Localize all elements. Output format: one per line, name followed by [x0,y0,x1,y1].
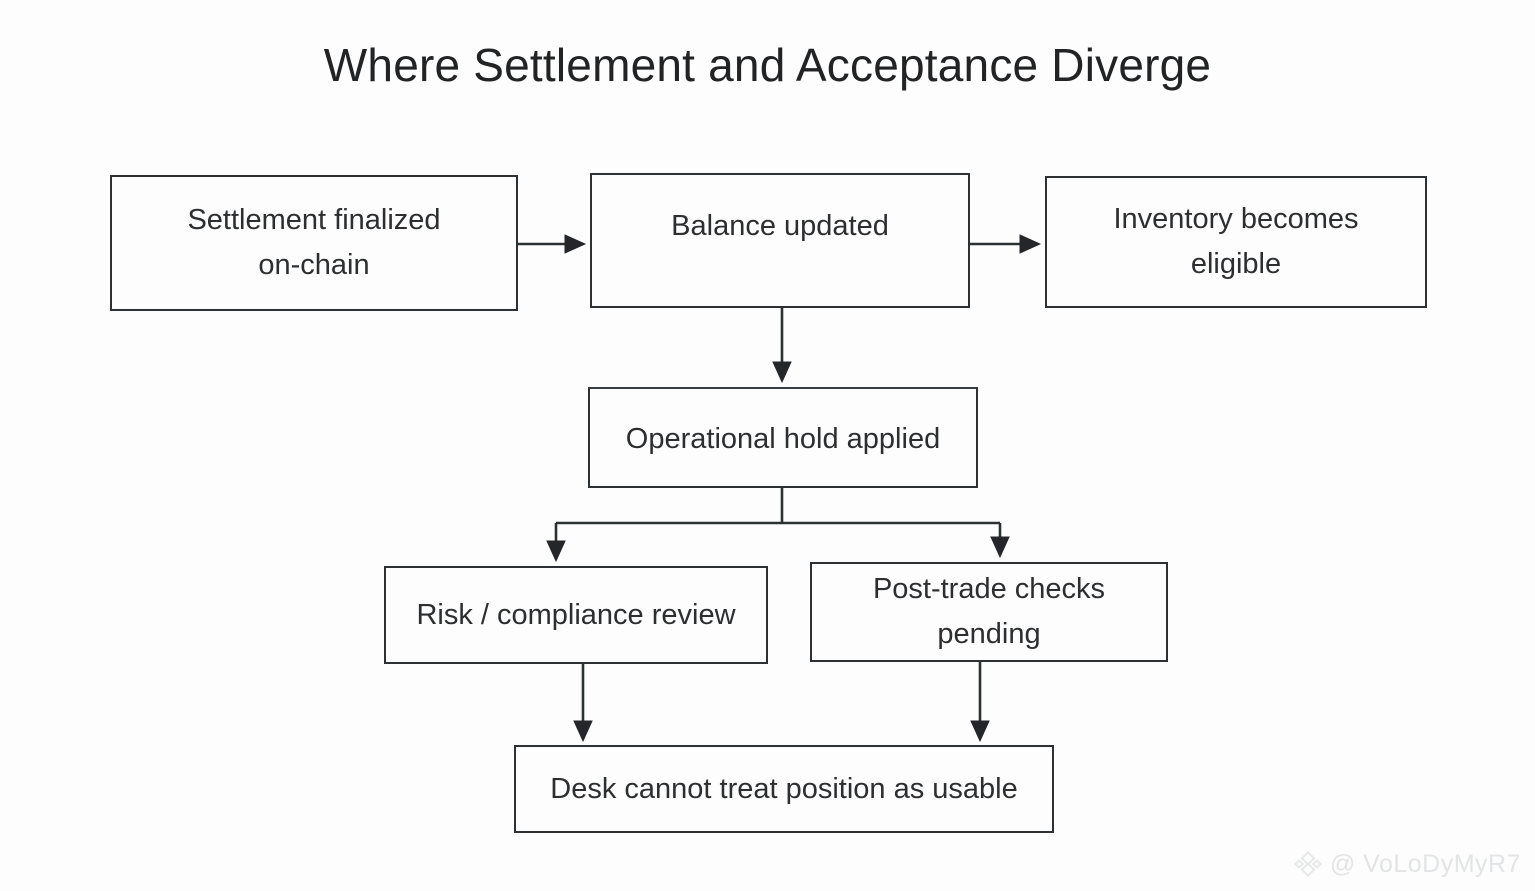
node-label: Desk cannot treat position as usable [550,772,1018,805]
binance-diamond-icon [1293,849,1323,879]
node-label: Inventory becomes eligible [1113,203,1359,280]
node-label: Risk / compliance review [416,598,736,631]
node-settlement-finalized[interactable]: Settlement finalized on-chain [110,175,518,311]
node-operational-hold-applied[interactable]: Operational hold applied [588,387,978,488]
node-label: Operational hold applied [625,423,941,456]
node-label: Balance updated [671,210,889,243]
node-label: Settlement finalized on-chain [187,204,441,281]
node-label: Post-trade checks pending [872,573,1106,650]
node-balance-updated[interactable]: Balance updated [590,173,970,308]
page-title: Where Settlement and Acceptance Diverge [323,39,1212,91]
node-risk-compliance-review[interactable]: Risk / compliance review [384,566,768,664]
node-desk-cannot-treat-position[interactable]: Desk cannot treat position as usable [514,745,1054,833]
watermark: @ VoLoDyMyR7 [1293,849,1521,879]
watermark-handle: @ VoLoDyMyR7 [1329,849,1521,878]
node-inventory-becomes-eligible[interactable]: Inventory becomes eligible [1045,176,1427,308]
node-post-trade-checks-pending[interactable]: Post-trade checks pending [810,562,1168,662]
